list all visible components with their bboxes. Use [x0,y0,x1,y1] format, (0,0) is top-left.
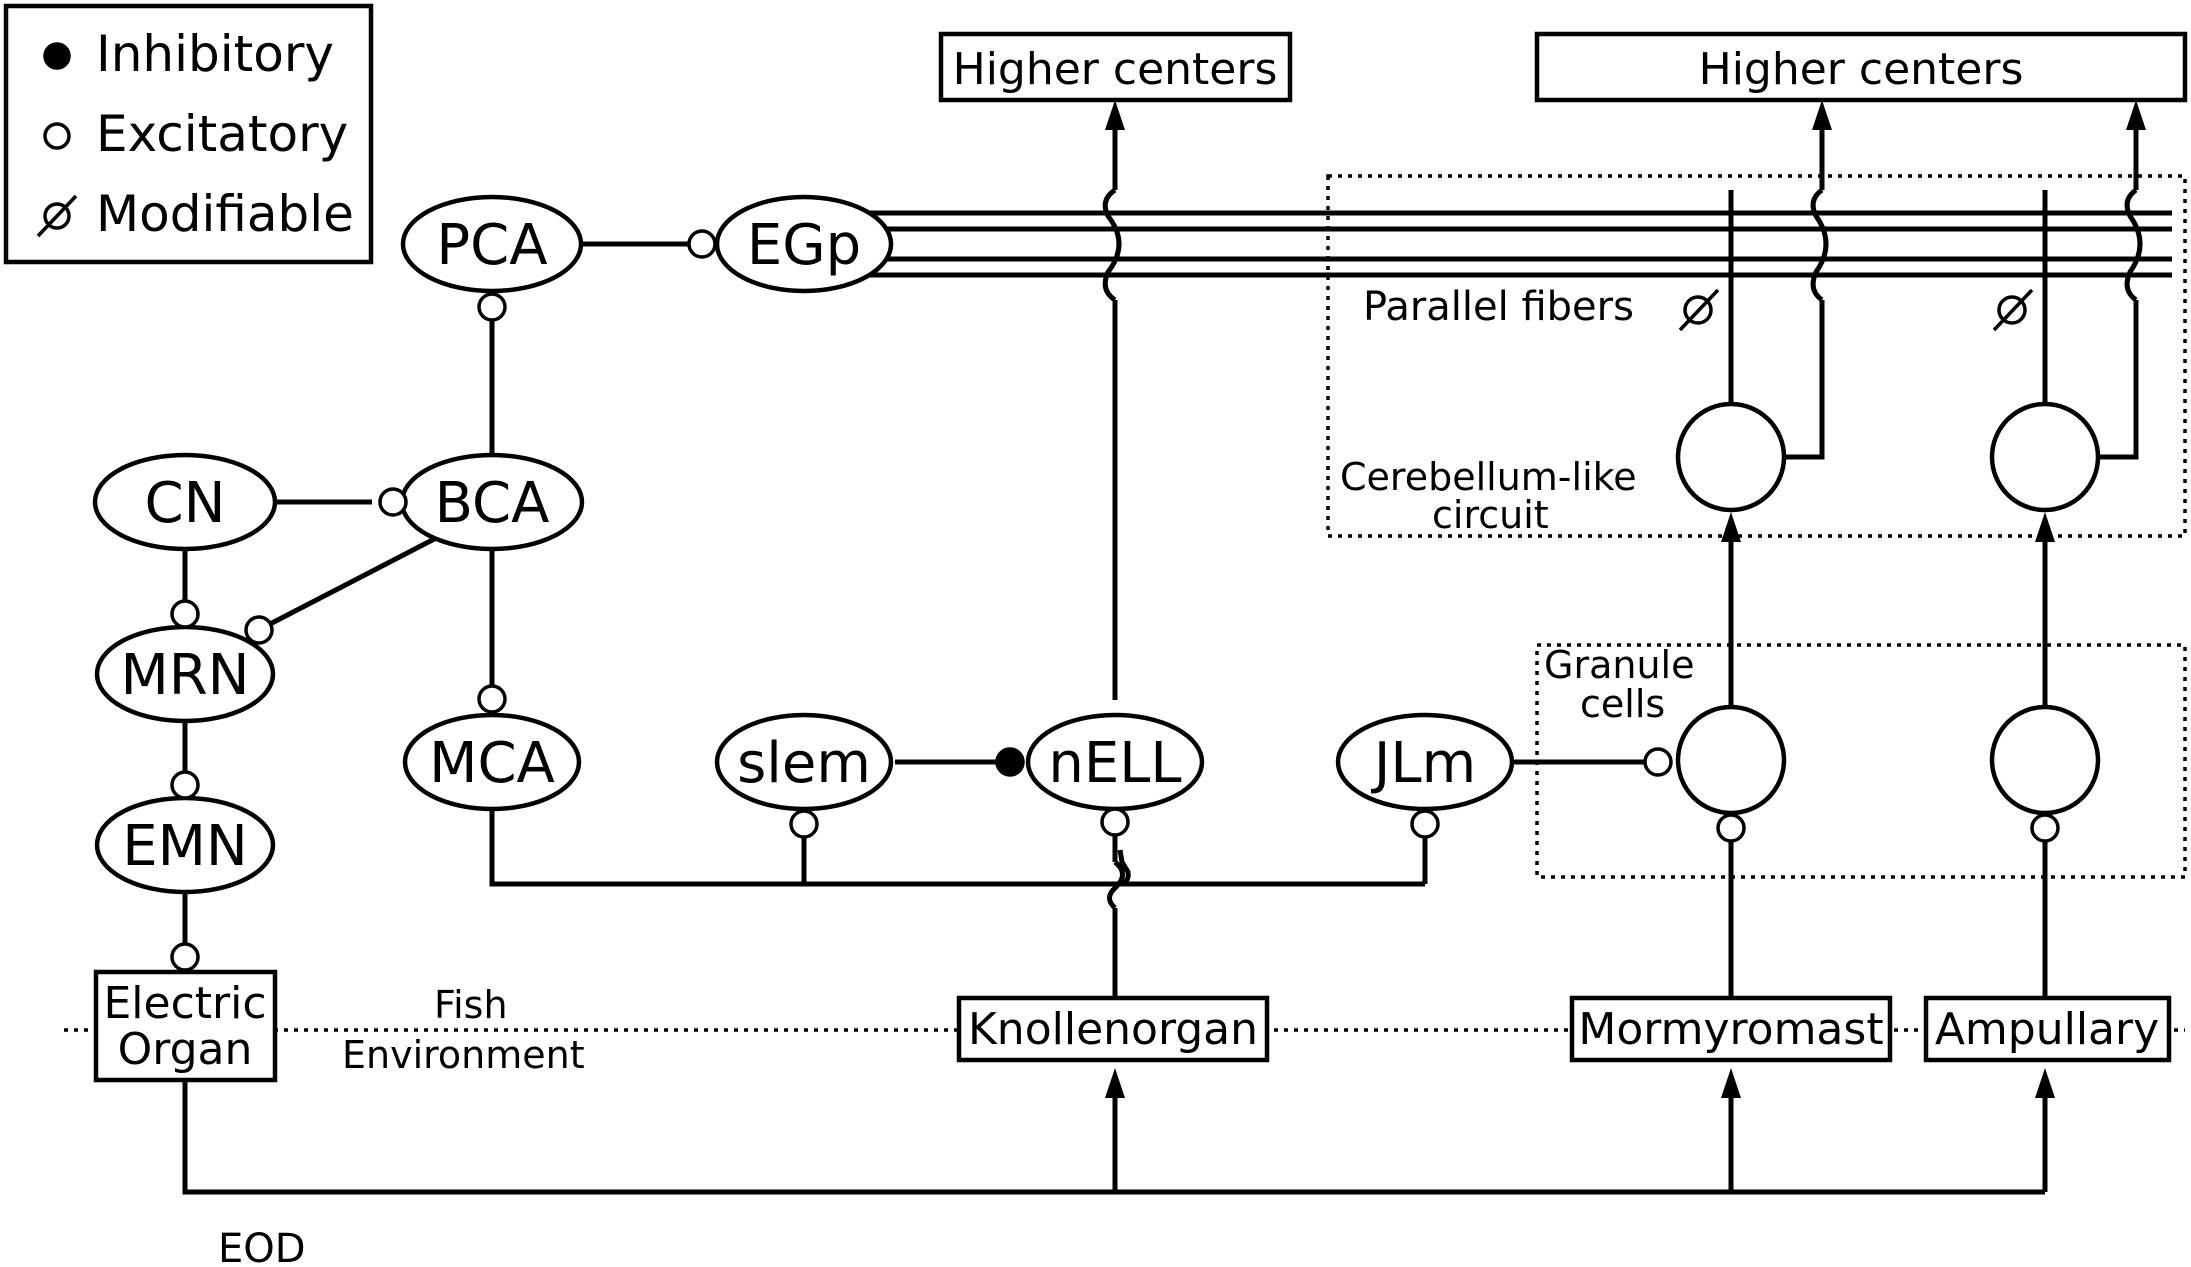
parallel-fibers [860,210,2172,278]
legend-excitatory-label: Excitatory [96,105,348,163]
synapse-bus-slem [789,809,819,839]
synapse-mormyromast-granule [1716,813,1746,843]
knollenorgan-label: Knollenorgan [968,1004,1258,1055]
electric-organ-label-line2: Organ [118,1024,253,1075]
electric-organ-label-line1: Electric [103,978,266,1029]
synapse-ampullary-granule [2030,813,2060,843]
node-cn-label: CN [145,471,226,536]
node-mca-label: MCA [429,731,555,796]
parallel-fibers-label: Parallel fibers [1363,284,1634,330]
arrow-to-higher-centers-mormyromast [1812,100,1832,130]
node-mca: MCA [402,712,582,812]
ampullary-box: Ampullary [1923,995,2172,1063]
synapse-mrn-emn [170,770,200,800]
synapse-bus-jlm [1410,809,1440,839]
synapse-cn-bca [378,487,408,517]
node-pca: PCA [400,194,584,294]
fish-label: Fish [434,983,508,1027]
higher-centers-left-label: Higher centers [953,44,1278,95]
synapse-egp-pca [477,292,507,322]
synapse-knollenorgan-nell [1100,807,1130,837]
node-nell-label: nELL [1048,731,1181,796]
node-egp: EGp [714,194,894,294]
node-egp-label: EGp [747,213,861,278]
mormyromast-output-cell [1675,401,1787,513]
higher-centers-right-label: Higher centers [1699,44,2024,95]
synapse-emn-electric-organ [170,942,200,972]
modifiable-synapse-ampullary [1992,288,2034,332]
granule-label-line2: cells [1580,682,1665,726]
cerebellum-label-line2: circuit [1432,493,1549,537]
ampullary-granule-cell [1989,704,2101,816]
synapse-cn-mrn [170,599,200,629]
synapse-jlm-granule [1643,747,1673,777]
eod-label: EOD [218,1226,306,1267]
legend: Inhibitory Excitatory Modifiable [3,3,374,265]
cerebellum-label-line1: Cerebellum-like [1340,455,1637,499]
arrow-to-higher-centers-left [1105,100,1125,130]
modifiable-symbol-icon [36,194,78,238]
node-slem: slem [714,712,894,812]
higher-centers-right: Higher centers [1534,31,2188,103]
connections [182,100,2146,1195]
node-mrn-label: MRN [120,643,249,708]
synapse-slem-nell-inhibitory [995,747,1025,777]
node-emn: EMN [94,795,276,895]
node-slem-label: slem [737,731,871,796]
synapse-bca-mrn [244,615,274,645]
mormyromast-granule-cell [1675,704,1787,816]
inhibitory-symbol-icon [43,42,71,70]
synapse-bca-mca [477,684,507,714]
node-jlm-label: JLm [1371,731,1476,796]
legend-modifiable-label: Modifiable [96,185,354,243]
granule-label-line1: Granule [1544,643,1694,687]
node-emn-label: EMN [122,814,248,879]
electric-organ-box: Electric Organ [93,969,278,1083]
node-nell: nELL [1025,712,1205,812]
legend-inhibitory-label: Inhibitory [96,25,334,83]
cerebellum-like-region [1326,174,2187,538]
node-bca: BCA [399,452,585,552]
arrow-to-higher-centers-ampullary [2126,100,2146,130]
modifiable-synapse-mormyromast [1678,288,1720,332]
synapse-pca-egp [687,229,717,259]
mormyromast-label: Mormyromast [1578,1004,1883,1055]
environment-label: Environment [342,1033,585,1077]
node-mrn: MRN [94,624,276,724]
ampullary-output-cell [1989,401,2101,513]
node-jlm: JLm [1335,712,1515,812]
ampullary-label: Ampullary [1935,1004,2159,1055]
node-pca-label: PCA [436,213,547,278]
mormyromast-box: Mormyromast [1569,995,1893,1063]
higher-centers-left: Higher centers [938,31,1293,103]
knollenorgan-box: Knollenorgan [956,995,1270,1063]
node-bca-label: BCA [435,471,550,536]
excitatory-symbol-icon [43,122,71,150]
node-cn: CN [92,452,278,552]
